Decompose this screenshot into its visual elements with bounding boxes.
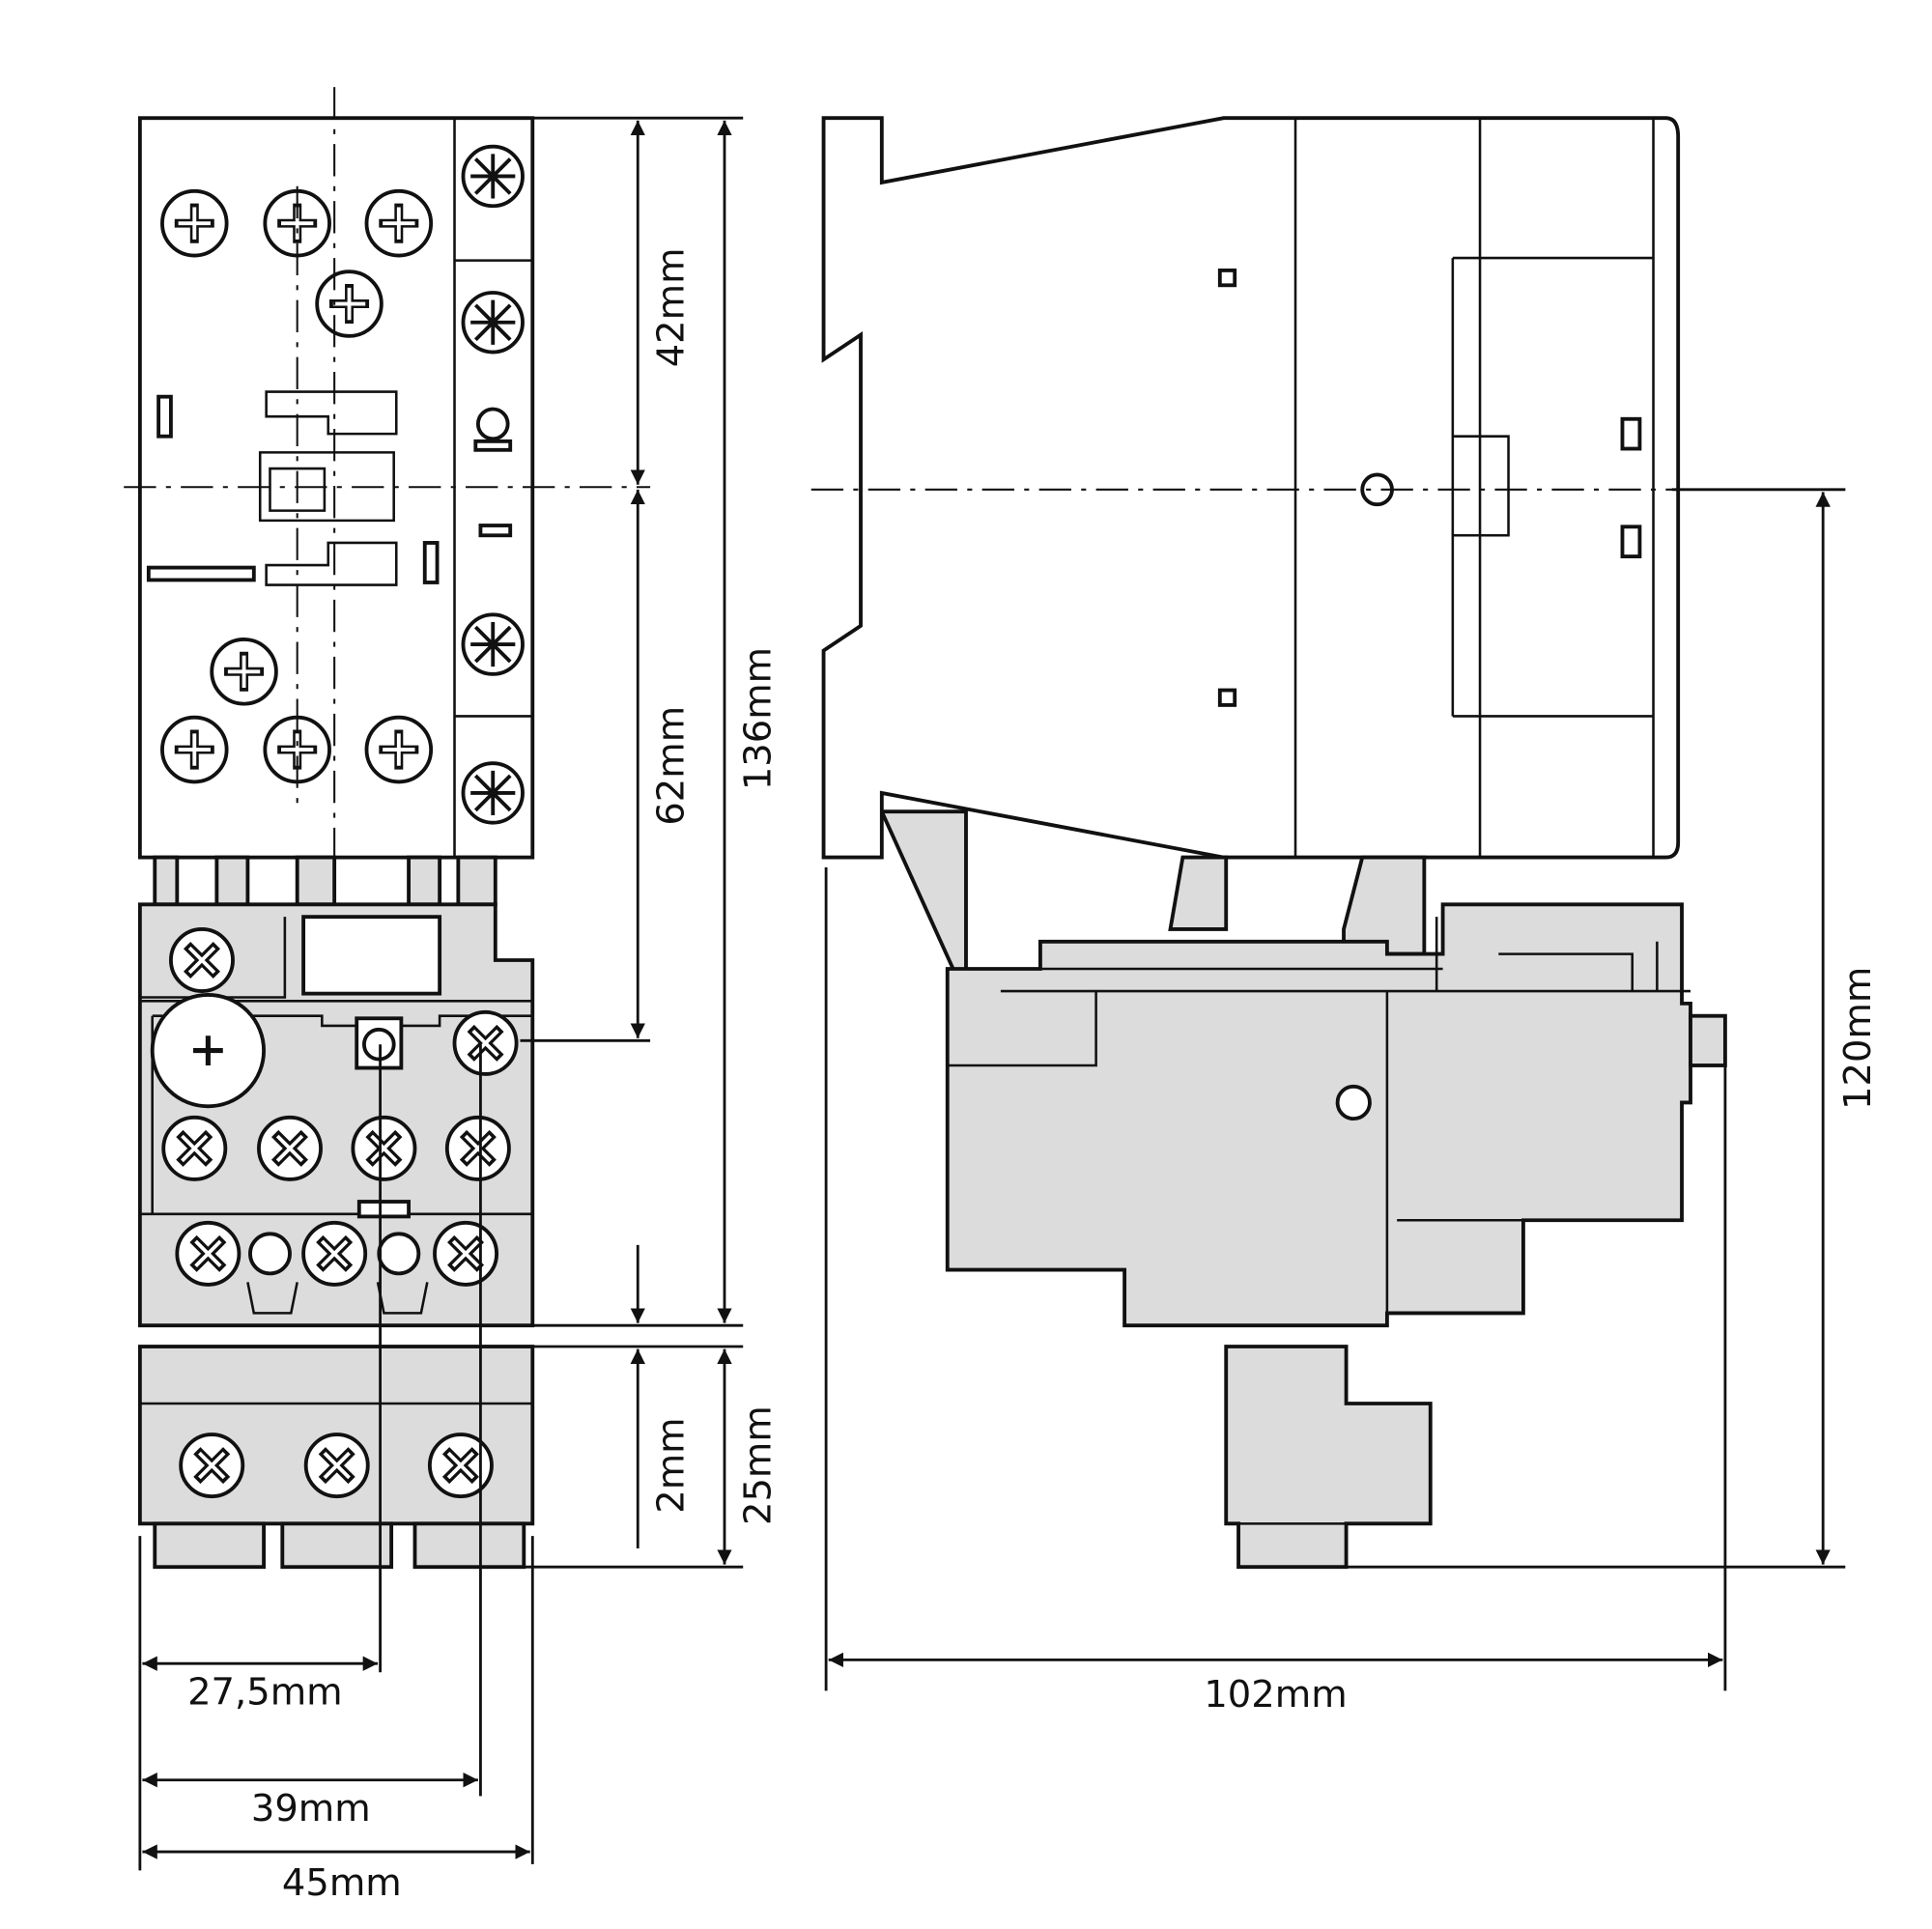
side-view: [810, 116, 1846, 1570]
dim-136mm: 136mm: [736, 647, 780, 790]
dim-62mm: 62mm: [650, 706, 694, 826]
dim-27-5mm: 27,5mm: [187, 1671, 343, 1715]
front-view: [124, 87, 651, 1570]
side-dimensions: 102mm 120mm: [824, 488, 1880, 1716]
dim-102mm: 102mm: [1204, 1673, 1347, 1716]
dim-120mm: 120mm: [1836, 967, 1880, 1110]
dim-39mm: 39mm: [251, 1787, 371, 1830]
dim-45mm: 45mm: [282, 1861, 402, 1905]
dim-2mm: 2mm: [650, 1417, 694, 1513]
dim-25mm: 25mm: [736, 1405, 780, 1525]
dim-42mm: 42mm: [650, 247, 694, 367]
front-dimensions: 42mm 62mm 136mm 2mm 25mm 27,5mm 39mm 45m…: [138, 116, 780, 1905]
